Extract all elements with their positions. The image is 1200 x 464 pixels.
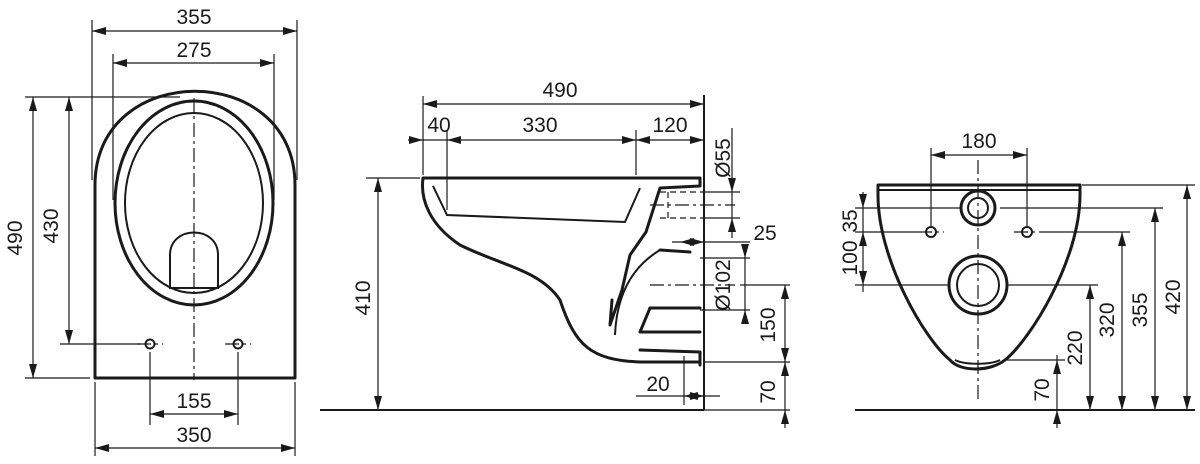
rear-view: 180 35 100 220 320 355: [839, 130, 1195, 428]
dim-rear-depth-120: 120: [652, 114, 687, 137]
dim-upper-offset-35: 35: [839, 209, 862, 232]
dim-outlet-height-220: 220: [1064, 330, 1087, 365]
side-view: 410 490 40 330 120 Ø55 25: [320, 79, 790, 428]
dim-inlet-height-355: 355: [1129, 292, 1152, 327]
dim-inner-length-430: 430: [40, 208, 63, 243]
dim-bolt-spacing-155: 155: [176, 390, 211, 413]
rear-view-inlet: [959, 189, 997, 227]
side-view-base: [638, 348, 702, 367]
dim-top-length-490: 490: [4, 220, 27, 255]
dim-bowl-width-275: 275: [176, 39, 211, 62]
dim-rim-lip-40: 40: [427, 114, 450, 137]
top-view-drain: [169, 231, 219, 289]
dim-base-width-350: 350: [176, 424, 211, 447]
dim-fixing-spacing-180: 180: [961, 130, 996, 153]
dim-outlet-diameter: Ø102: [712, 259, 735, 310]
top-view: 355 275 490 430 155 350: [4, 6, 298, 456]
dim-outlet-height-150: 150: [757, 307, 780, 342]
dim-fixing-to-outlet-100: 100: [839, 240, 862, 275]
dim-rim-height-410: 410: [352, 280, 375, 315]
rear-view-fixing-hole-left: [918, 226, 944, 238]
dim-rear-floor-clearance-70: 70: [1031, 378, 1054, 401]
dim-overall-height-420: 420: [1162, 279, 1185, 314]
dim-inlet-offset-25: 25: [753, 222, 776, 245]
side-view-bowl-outline: [420, 176, 702, 364]
rear-view-fixing-hole-right: [1014, 226, 1040, 238]
rear-view-outline: [876, 183, 1082, 371]
dim-base-offset-20: 20: [646, 373, 669, 396]
top-view-bolt-hole-left: [137, 338, 163, 350]
side-view-outlet: [638, 248, 702, 334]
side-view-bowl-inner: [432, 185, 641, 224]
top-view-bolt-hole-right: [225, 338, 251, 350]
dim-floor-clearance-70: 70: [757, 380, 780, 403]
dim-inlet-diameter: Ø55: [712, 138, 735, 178]
dim-bowl-length-330: 330: [522, 114, 557, 137]
dim-top-width-355: 355: [176, 6, 211, 29]
dim-fixing-height-320: 320: [1096, 302, 1119, 337]
top-view-outline: [93, 89, 297, 380]
dim-side-length-490: 490: [542, 79, 577, 102]
